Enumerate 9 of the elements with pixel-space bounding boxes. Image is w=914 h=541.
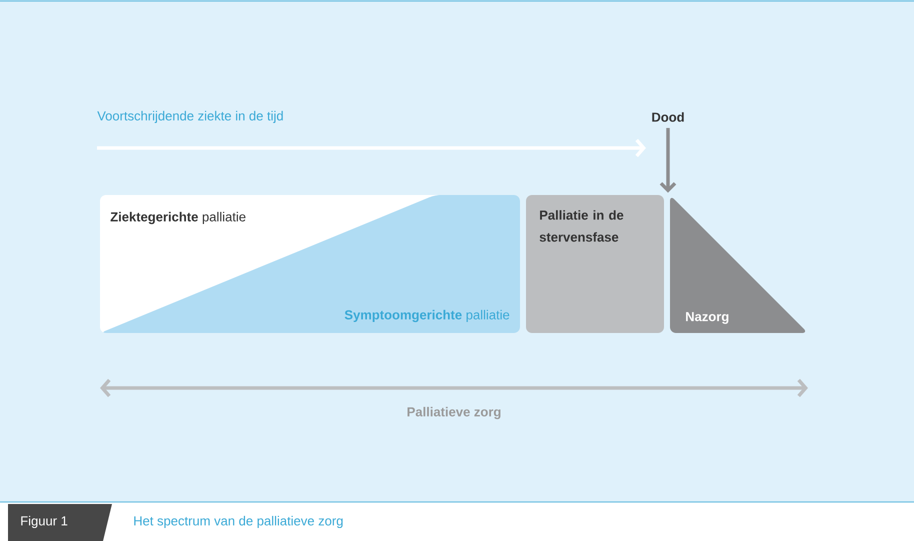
palliation-box: Ziektegerichte palliatie Symptoomgerichte palliatie — [100, 195, 520, 333]
phase-box: Palliatie in de stervensfase — [526, 195, 664, 333]
aftercare-triangle: Nazorg — [670, 198, 806, 333]
figure-tab: Figuur 1 — [8, 504, 112, 541]
arrow — [660, 128, 676, 193]
caption: Het spectrum van de palliatieve zorg — [134, 516, 343, 528]
event-label: Dood — [652, 112, 684, 122]
span-label: Palliatieve zorg — [408, 406, 500, 420]
axis-label: Voortschrijdende ziekte in de tijd — [97, 110, 283, 124]
